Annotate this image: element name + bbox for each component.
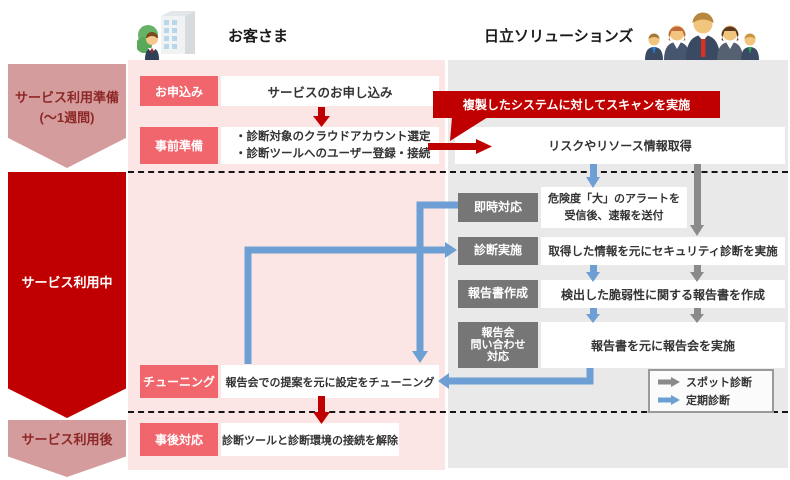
step-box-diagnosis: 取得した情報を元にセキュリティ診断を実施 xyxy=(541,237,785,265)
pre-preparation-line-2: ・診断ツールへのユーザー登録・接続 xyxy=(235,147,431,160)
step-label-diagnosis: 診断実施 xyxy=(458,237,538,265)
step-label-application: お申込み xyxy=(140,76,218,106)
legend-label-periodic: 定期診断 xyxy=(686,395,730,407)
legend: スポット診断 定期診断 xyxy=(648,369,774,413)
step-box-pre-preparation: ・診断対象のクラウドアカウント選定 ・診断ツールへのユーザー登録・接続 xyxy=(221,127,439,164)
step-box-report-creation: 検出した脆弱性に関する報告書を作成 xyxy=(541,280,785,308)
immediate-response-line-1: 危険度「大」のアラートを xyxy=(548,193,680,205)
phase-preparation-label: サービス利用準備 xyxy=(14,90,119,105)
provider-team-icon xyxy=(642,10,764,65)
report-meeting-label-line-2: 問い合わせ xyxy=(470,338,526,351)
step-label-post-response: 事後対応 xyxy=(140,423,218,456)
report-meeting-label-line-1: 報告会 xyxy=(481,326,515,339)
step-label-report-creation: 報告書作成 xyxy=(458,280,538,308)
phase-after-service-label: サービス利用後 xyxy=(21,432,113,447)
step-label-pre-preparation: 事前準備 xyxy=(140,127,218,164)
customer-lane-title: お客さま xyxy=(228,28,289,45)
phase-after-service: サービス利用後 xyxy=(8,420,126,477)
step-box-report-meeting: 報告書を元に報告会を実施 xyxy=(541,322,785,368)
phase-divider-bottom xyxy=(128,411,788,413)
report-meeting-label-line-3: 対応 xyxy=(487,351,509,364)
phase-in-service-label: サービス利用中 xyxy=(21,275,113,290)
step-box-post-response: 診断ツールと診断環境の接続を解除 xyxy=(221,423,399,456)
step-label-tuning: チューニング xyxy=(140,365,218,398)
phase-divider-top xyxy=(128,171,788,173)
step-label-report-meeting: 報告会 問い合わせ 対応 xyxy=(458,322,538,368)
step-box-application: サービスのお申し込み xyxy=(221,76,439,106)
immediate-response-line-2: 受信後、速報を送付 xyxy=(564,209,664,222)
provider-lane-title: 日立ソリューションズ xyxy=(484,28,634,45)
step-box-immediate-response: 危険度「大」のアラートを 受信後、速報を送付 xyxy=(541,187,687,228)
spot-diagnosis-arrow-icon xyxy=(658,377,680,387)
legend-label-spot: スポット診断 xyxy=(686,377,752,389)
intake-box: リスクやリソース情報取得 xyxy=(455,127,785,164)
pre-preparation-line-1: ・診断対象のクラウドアカウント選定 xyxy=(235,130,431,143)
step-box-tuning: 報告会での提案を元に設定をチューニング xyxy=(221,365,439,398)
scan-callout: 複製したシステムに対してスキャンを実施 xyxy=(433,91,720,118)
legend-item-periodic: 定期診断 xyxy=(650,392,772,408)
step-label-immediate-response: 即時対応 xyxy=(458,193,538,222)
periodic-diagnosis-arrow-icon xyxy=(658,395,680,405)
phase-in-service: サービス利用中 xyxy=(8,172,126,418)
phase-preparation-duration: (～1週間) xyxy=(39,110,95,126)
phase-preparation: サービス利用準備 (～1週間) xyxy=(8,64,126,168)
customer-lane-band xyxy=(128,60,445,470)
customer-building-icon xyxy=(136,8,199,65)
legend-item-spot: スポット診断 xyxy=(650,374,772,390)
